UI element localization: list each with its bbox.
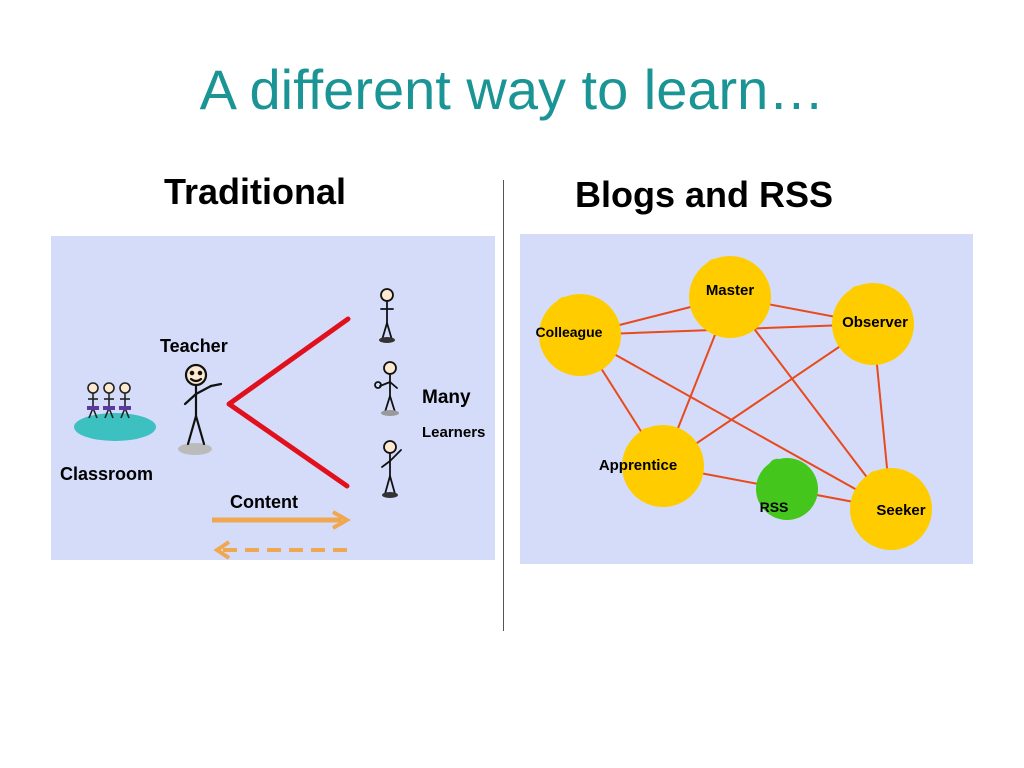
traditional-diagram: Classroom Teacher (51, 236, 495, 560)
node-colleague-label: Colleague (536, 324, 603, 340)
node-seeker-tip (864, 470, 883, 485)
edge-colleague-seeker (579, 334, 892, 510)
learner-shadow (379, 337, 395, 343)
teacher-shadow (178, 443, 212, 455)
teacher-label: Teacher (160, 336, 228, 356)
learner-figure-icon (374, 361, 398, 413)
node-seeker: Seeker (850, 468, 932, 550)
content-return-arrowhead (213, 540, 231, 560)
node-rss-label: RSS (760, 499, 789, 515)
node-colleague-blob (539, 294, 621, 376)
content-label: Content (230, 492, 298, 512)
node-observer-tip (846, 285, 865, 300)
learner-figure-icon (380, 288, 394, 341)
node-rss-blob (756, 458, 818, 520)
node-master-blob (689, 256, 771, 338)
node-observer-label: Observer (842, 314, 908, 331)
learner-shadow (381, 410, 399, 416)
node-seeker-blob (850, 468, 932, 550)
node-rss-tip (765, 458, 784, 473)
node-apprentice: Apprentice (599, 425, 704, 507)
learner-figure-icon (381, 440, 402, 495)
many-label: Many (422, 387, 471, 408)
traditional-heading: Traditional (164, 171, 347, 212)
edge-master-seeker (729, 296, 892, 510)
node-colleague-tip (553, 296, 572, 311)
slide-title: A different way to learn… (199, 58, 825, 121)
node-master-tip (703, 258, 722, 273)
learners-label: Learners (422, 424, 485, 441)
node-master: Master (689, 256, 771, 338)
node-master-label: Master (706, 282, 755, 299)
traditional-diagram-canvas: Classroom Teacher (60, 288, 485, 560)
edge-observer-apprentice (662, 323, 874, 467)
content-spread-chevron (226, 316, 351, 489)
content-forward-arrowhead (332, 510, 352, 530)
blogs-rss-heading: Blogs and RSS (575, 174, 834, 215)
learner-shadow (382, 492, 398, 498)
node-seeker-label: Seeker (876, 502, 925, 519)
node-apprentice-tip (636, 427, 655, 442)
classroom-label: Classroom (60, 464, 153, 484)
teacher-figure-icon (183, 363, 223, 446)
node-rss: RSS (756, 458, 818, 520)
classroom-students-icon (87, 382, 131, 419)
classroom-rug (74, 413, 156, 441)
node-apprentice-blob (622, 425, 704, 507)
column-divider (503, 180, 504, 631)
node-observer-blob (832, 283, 914, 365)
node-colleague: Colleague (536, 294, 621, 376)
node-apprentice-label: Apprentice (599, 457, 677, 474)
node-observer: Observer (832, 283, 914, 365)
